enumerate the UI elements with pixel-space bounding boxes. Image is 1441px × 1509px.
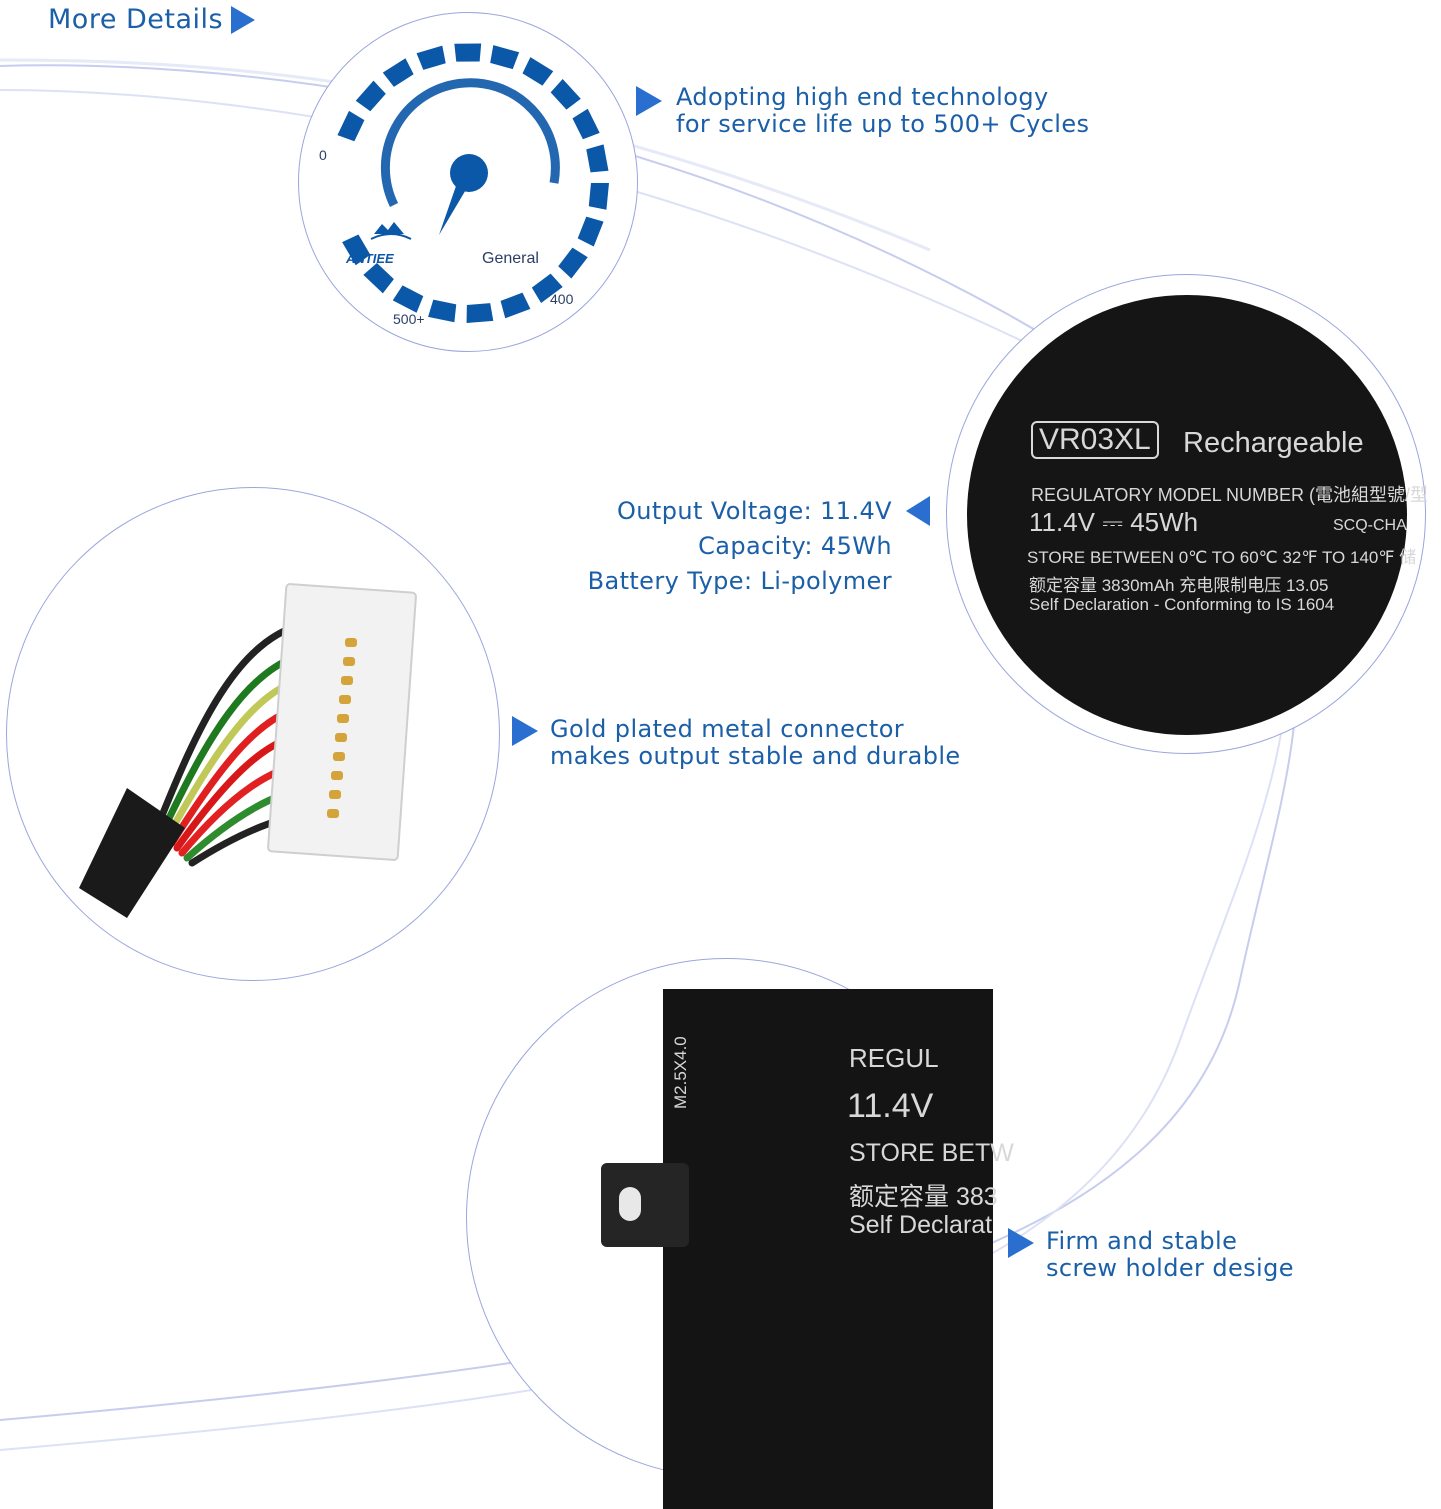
arrow-right-icon — [1008, 1228, 1034, 1258]
gauge-tick — [550, 78, 581, 110]
connector-illustration — [79, 583, 417, 918]
feature-holder: Firm and stable screw holder desige — [1008, 1228, 1294, 1282]
bottom-label-line1: REGUL — [849, 1043, 939, 1073]
label-title: Rechargeable — [1183, 427, 1364, 459]
battery-edge-surface — [663, 989, 993, 1509]
connector-pin — [329, 790, 341, 799]
connector-pin — [341, 676, 353, 685]
battery-label-surface — [967, 295, 1407, 735]
more-details-heading: More Details — [48, 4, 256, 35]
label-regulatory: REGULATORY MODEL NUMBER (電池組型號/型 — [1031, 485, 1429, 505]
bottom-label-line5: Self Declarat — [849, 1211, 993, 1239]
gauge-min-label: 0 — [319, 147, 327, 163]
arrow-right-icon — [636, 86, 662, 116]
gauge-tick — [588, 183, 609, 210]
brand-logo: ANTIEE — [346, 251, 394, 266]
gauge-tick — [355, 80, 386, 112]
feature-connector-line1: Gold plated metal connector — [550, 715, 905, 743]
connector-pin — [333, 752, 345, 761]
label-capacity: 额定容量 3830mAh 充电限制电压 13.05 — [1029, 576, 1329, 595]
gauge-tick — [531, 273, 563, 304]
connector-pin — [339, 695, 351, 704]
heading-text: More Details — [48, 4, 224, 35]
screw-size-label: M2.5X4.0 — [671, 1036, 690, 1109]
arrow-left-icon — [906, 496, 930, 526]
connector-pin — [345, 638, 357, 647]
gauge-tick — [416, 45, 446, 70]
bottom-label-line3: STORE BETW — [849, 1139, 1014, 1167]
label-code: SCQ-CHA — [1333, 517, 1407, 534]
gauge-tick — [500, 292, 531, 319]
connector-pin — [343, 657, 355, 666]
gauge-tick — [466, 303, 494, 323]
screw-hole — [619, 1187, 641, 1221]
connector-circle — [6, 487, 500, 981]
gauge-tick — [577, 216, 604, 247]
feature-holder-line2: screw holder desige — [1046, 1254, 1294, 1282]
battery-specs: Output Voltage: 11.4V Capacity: 45Wh Bat… — [560, 494, 892, 599]
screw-tab — [601, 1163, 689, 1247]
cycle-gauge-circle: 0 General 400 500+ ANTIEE — [298, 12, 638, 352]
feature-connector: Gold plated metal connector makes output… — [512, 716, 961, 770]
spec-voltage: Output Voltage: 11.4V — [617, 497, 892, 525]
spec-type: Battery Type: Li-polymer — [587, 567, 892, 595]
gauge-tick — [382, 58, 414, 87]
feature-cycles-line2: for service life up to 500+ Cycles — [676, 110, 1090, 138]
feature-cycles: Adopting high end technology for service… — [636, 84, 1089, 138]
gauge-tick — [342, 234, 371, 266]
connector-pin — [331, 771, 343, 780]
bottom-label-line4: 额定容量 383 — [849, 1183, 998, 1211]
gauge-tick — [454, 43, 482, 62]
gauge-tick — [586, 144, 609, 173]
model-box: VR03XL — [1031, 421, 1159, 459]
gauge-tick — [363, 263, 394, 294]
gauge-needle-label: General — [482, 250, 539, 267]
gauge-tick — [572, 108, 600, 140]
arrow-right-icon — [231, 5, 256, 34]
gauge-dial — [337, 43, 609, 323]
screw-holder-circle: M2.5X4.0 REGUL 11.4V STORE BETW 额定容量 383… — [466, 958, 1014, 1509]
bottom-label-line2: 11.4V — [847, 1087, 934, 1125]
feature-holder-line1: Firm and stable — [1046, 1227, 1238, 1255]
connector-pin — [335, 733, 347, 742]
gauge-tick — [392, 285, 424, 313]
spec-capacity: Capacity: 45Wh — [698, 532, 892, 560]
feature-connector-line2: makes output stable and durable — [550, 742, 961, 770]
gauge-tick — [522, 57, 554, 86]
connector-pin — [337, 714, 349, 723]
gauge-max-label: 500+ — [393, 311, 425, 327]
gauge-tick — [428, 299, 457, 323]
label-declaration: Self Declaration - Conforming to IS 1604 — [1029, 595, 1335, 614]
gauge-mid-label: 400 — [550, 291, 574, 307]
feature-cycles-line1: Adopting high end technology — [676, 83, 1049, 111]
gauge-tick — [490, 45, 520, 70]
gauge-tick — [337, 110, 365, 142]
label-rating: 11.4V ⎓ 45Wh — [1029, 507, 1199, 537]
label-store: STORE BETWEEN 0℃ TO 60℃ 32℉ TO 140℉ 储 — [1027, 548, 1417, 567]
connector-pin — [327, 809, 339, 818]
gauge-tick — [558, 247, 588, 279]
battery-label-circle: VR03XL Rechargeable REGULATORY MODEL NUM… — [946, 274, 1429, 754]
arrow-right-icon — [512, 716, 538, 746]
